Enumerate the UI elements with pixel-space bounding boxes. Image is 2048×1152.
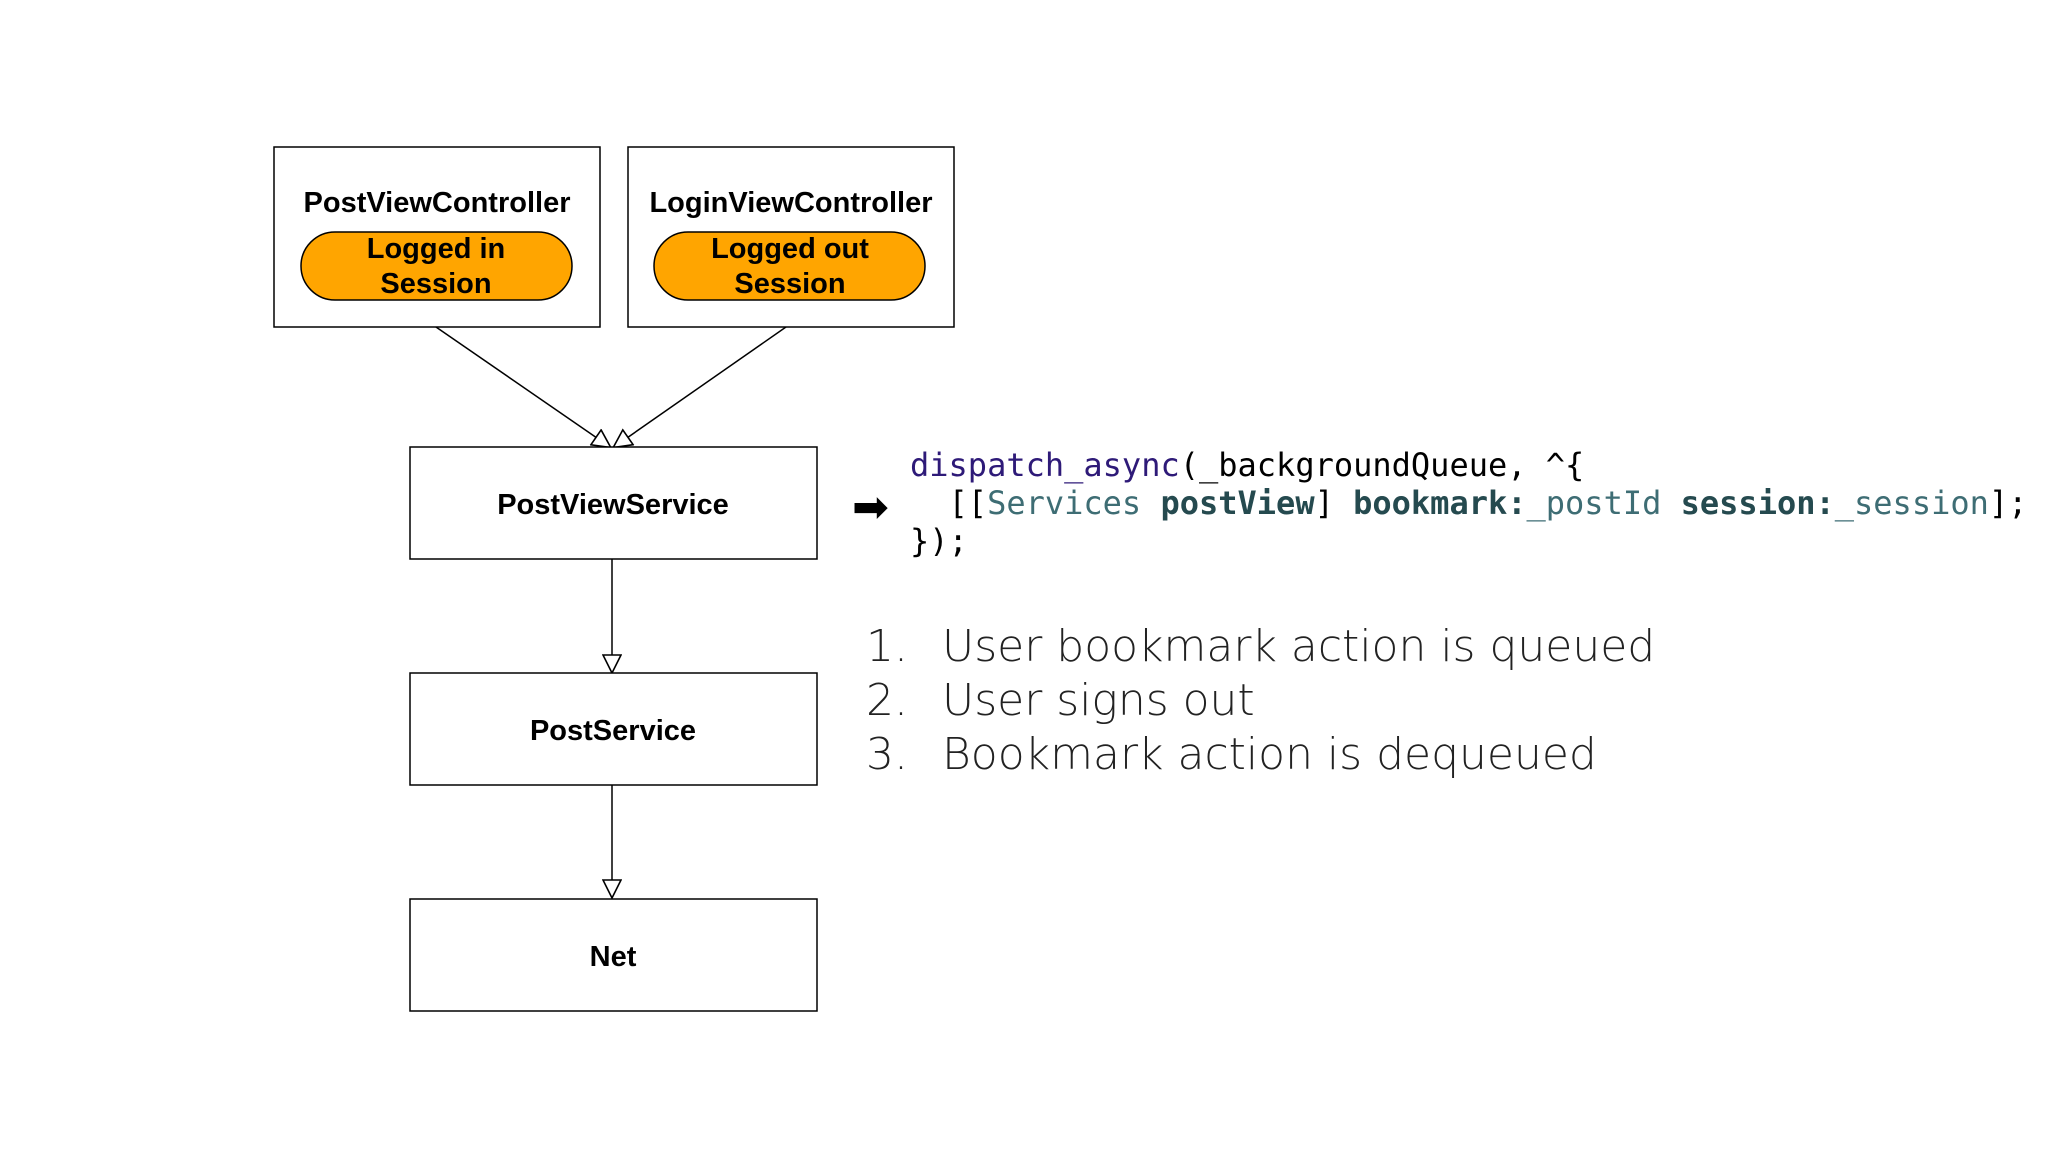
step-number: 3. <box>866 729 908 780</box>
code-line-3: }); <box>910 522 968 560</box>
code-text: ] <box>1314 484 1354 522</box>
node-post-view-service: PostViewService <box>409 446 818 560</box>
code-text: ]; <box>1988 484 2028 522</box>
code-line-1: dispatch_async(_backgroundQueue, ^{ <box>910 446 1584 484</box>
node-post-service: PostService <box>409 672 818 786</box>
code-snippet: dispatch_async(_backgroundQueue, ^{ [[Se… <box>910 446 2027 560</box>
code-text: [[ <box>910 484 988 522</box>
list-item: 3. Bookmark action is dequeued <box>866 728 1655 782</box>
node-post-view-controller: PostViewController Logged in Session <box>273 146 601 328</box>
node-title: LoginViewController <box>649 187 932 219</box>
code-function: dispatch_async <box>910 446 1180 484</box>
pill-line-2: Session <box>380 268 491 300</box>
step-text: User signs out <box>942 675 1255 726</box>
session-pill <box>653 231 926 301</box>
node-login-view-controller: LoginViewController Logged out Session <box>627 146 955 328</box>
step-number: 2. <box>866 675 908 726</box>
list-item: 1. User bookmark action is queued <box>866 620 1655 674</box>
steps-list: 1. User bookmark action is queued 2. User … <box>866 620 1655 782</box>
pill-line-2: Session <box>734 268 845 300</box>
session-pill <box>300 231 573 301</box>
pill-line-1: Logged out <box>711 233 869 265</box>
step-text: User bookmark action is queued <box>942 621 1656 672</box>
node-title: Net <box>590 941 637 973</box>
code-class: Services <box>987 484 1142 522</box>
code-method: postView <box>1141 484 1315 522</box>
step-text: Bookmark action is dequeued <box>942 729 1597 780</box>
edge-loginviewcontroller-to-postviewservice <box>614 326 787 447</box>
list-item: 2. User signs out <box>866 674 1655 728</box>
node-net: Net <box>409 898 818 1012</box>
code-ivar: _session <box>1834 484 1989 522</box>
edge-postviewcontroller-to-postviewservice <box>435 326 610 447</box>
code-selector: bookmark: <box>1353 484 1527 522</box>
right-arrow-icon: ➡ <box>852 482 889 533</box>
step-number: 1. <box>866 621 908 672</box>
pill-line-1: Logged in <box>367 233 506 265</box>
code-ivar: _postId <box>1526 484 1662 522</box>
node-title: PostService <box>530 715 696 747</box>
code-text: (_backgroundQueue, ^{ <box>1179 446 1585 484</box>
code-selector: session: <box>1661 484 1835 522</box>
node-title: PostViewService <box>497 489 729 521</box>
node-title: PostViewController <box>304 187 571 219</box>
code-line-2: [[Services postView] bookmark:_postId se… <box>910 484 2028 522</box>
